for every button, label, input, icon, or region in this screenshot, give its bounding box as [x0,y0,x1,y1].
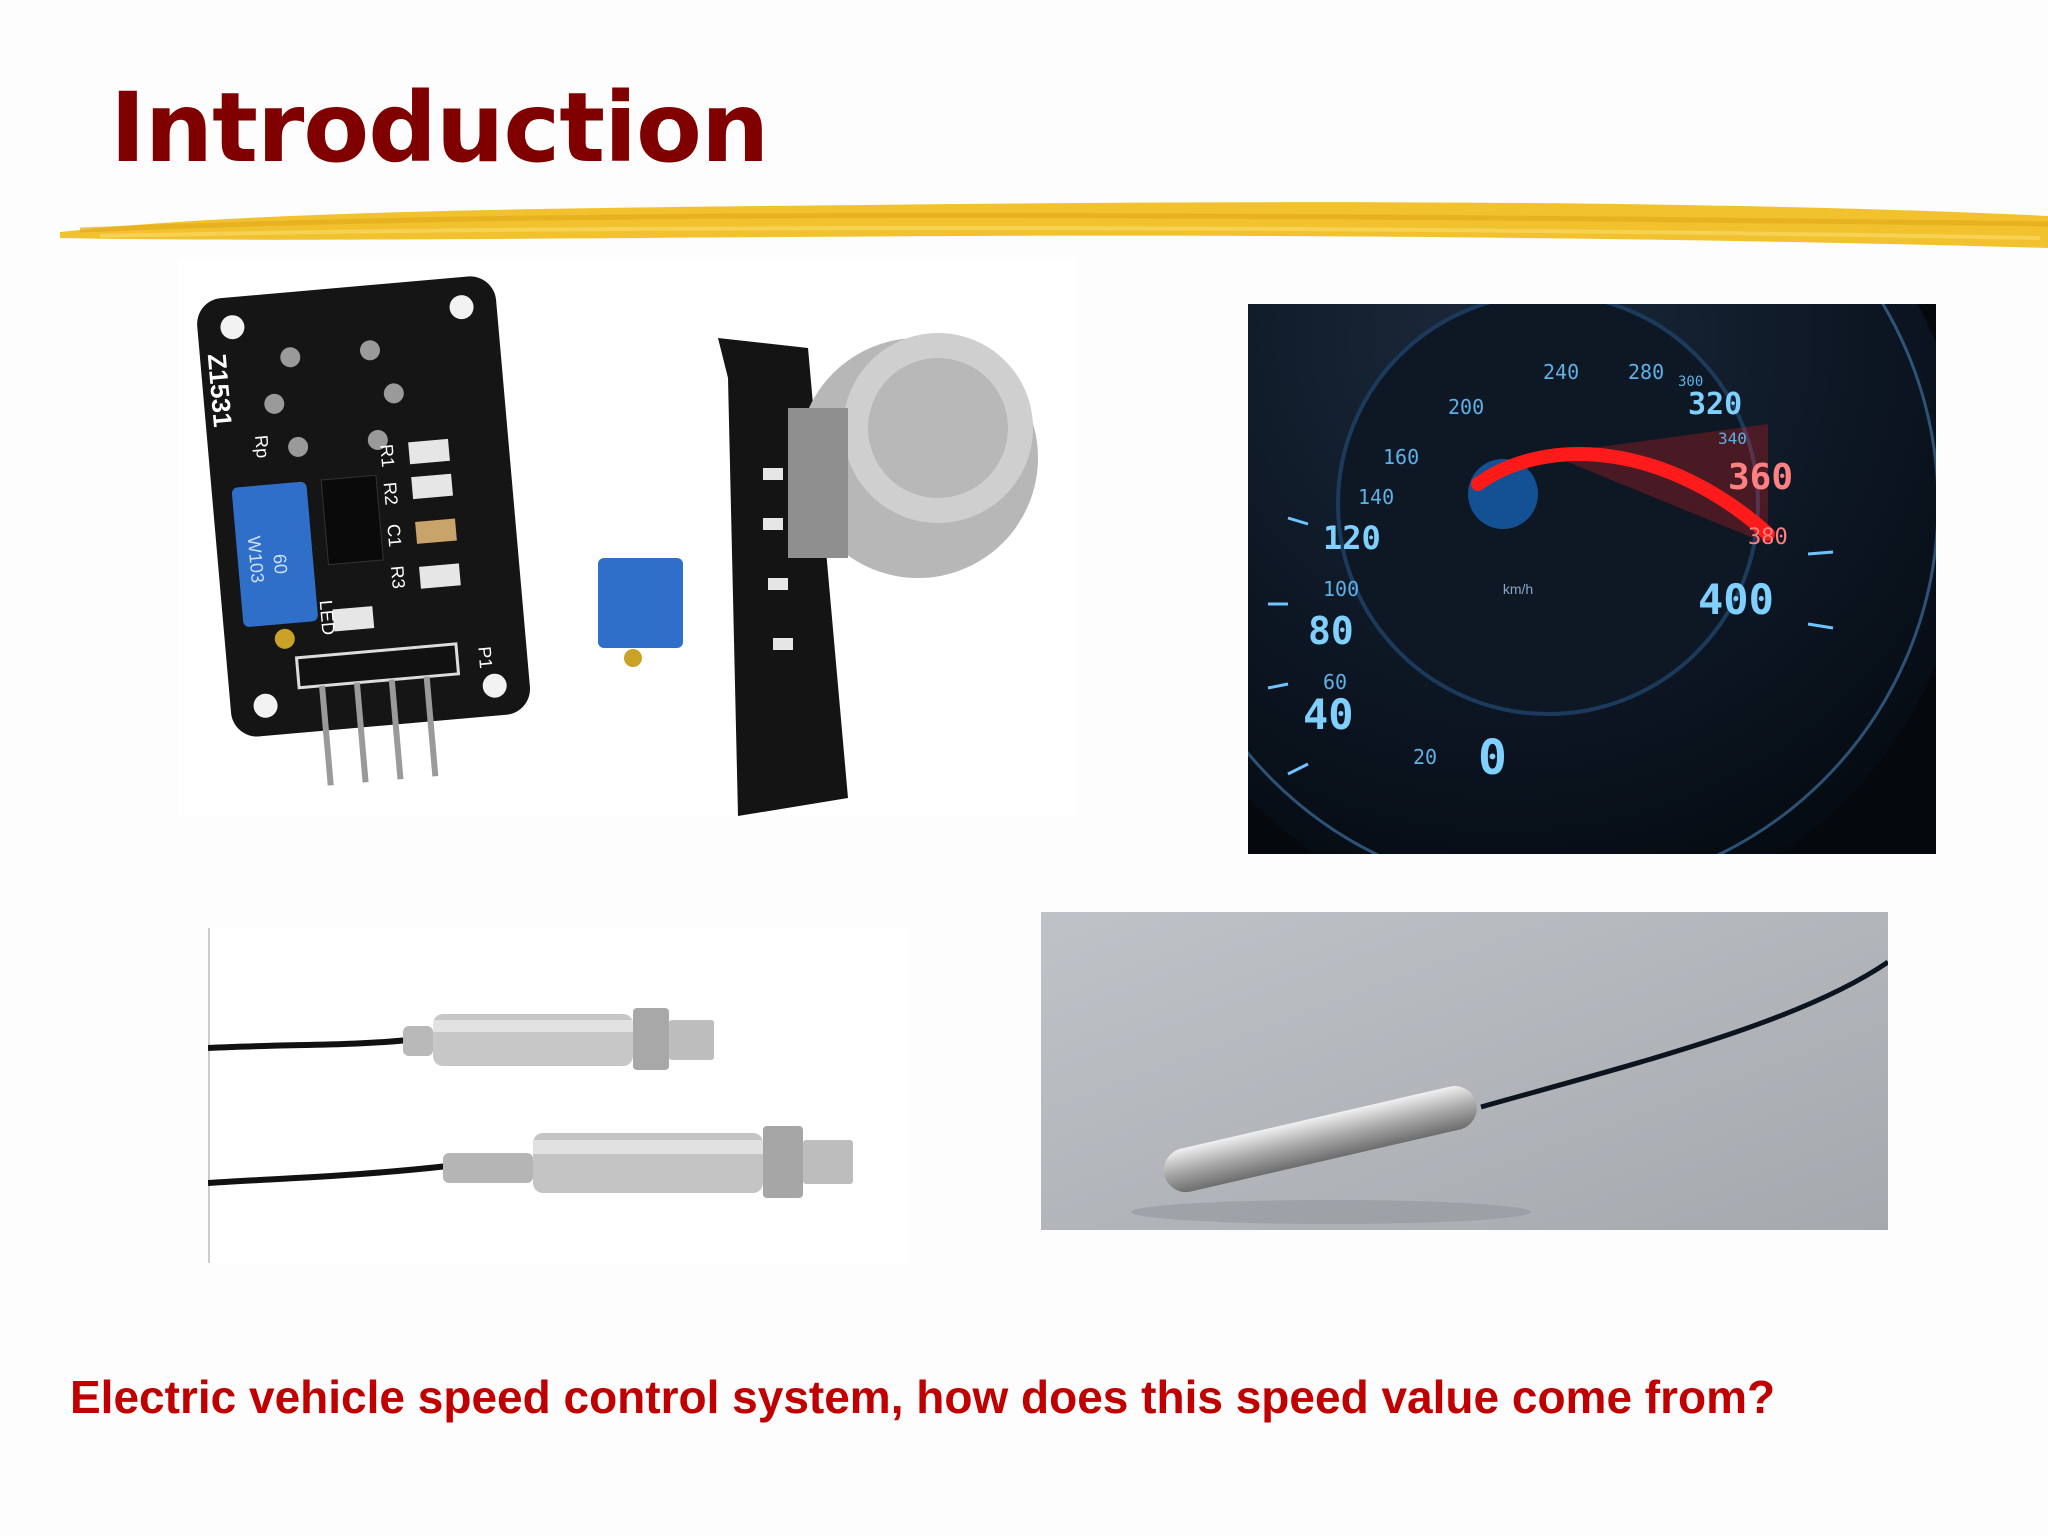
potentiometer-label-60: 60 [269,553,291,575]
speed-label-60: 60 [1323,670,1347,694]
board-label-r3: R3 [387,565,409,590]
pressure-sensors-photo [208,928,908,1263]
speed-unit-label: km/h [1503,581,1533,597]
board-label-z1531: Z1531 [202,352,238,428]
speed-label-0: 0 [1478,730,1507,786]
board-label-led: LED [316,599,339,636]
title-underline-brush [60,202,2048,248]
speed-label-360: 360 [1728,457,1793,498]
speed-label-400: 400 [1698,575,1774,624]
speed-label-140: 140 [1358,485,1394,509]
board-label-r2: R2 [380,481,402,506]
speedometer-photo: km/h 0 40 80 120 320 360 400 20 60 100 1… [1248,304,1936,854]
speed-label-280: 280 [1628,360,1664,384]
speed-label-160: 160 [1383,445,1419,469]
speed-label-40: 40 [1303,690,1354,739]
speed-label-20: 20 [1413,745,1437,769]
speed-label-200: 200 [1448,395,1484,419]
temperature-probe-photo [1041,912,1888,1230]
speed-label-340: 340 [1718,429,1747,448]
potentiometer-label-w103: W103 [244,535,268,584]
board-label-c1: C1 [383,523,405,548]
speed-label-320: 320 [1688,387,1742,422]
speed-label-240: 240 [1543,360,1579,384]
board-label-rp: Rp [251,434,273,459]
speed-label-100: 100 [1323,577,1359,601]
speed-label-80: 80 [1308,609,1354,653]
slide-title: Introduction [110,72,769,184]
board-label-r1: R1 [376,443,398,468]
speed-label-380: 380 [1748,525,1788,550]
gas-sensor-photo: Z1531 Rp R1 R2 C1 R3 LED P1 W103 60 [178,258,1076,816]
speed-label-300: 300 [1678,374,1703,390]
speed-label-120: 120 [1323,519,1381,557]
board-label-p1: P1 [474,646,496,670]
slide-caption: Electric vehicle speed control system, h… [70,1371,1776,1423]
